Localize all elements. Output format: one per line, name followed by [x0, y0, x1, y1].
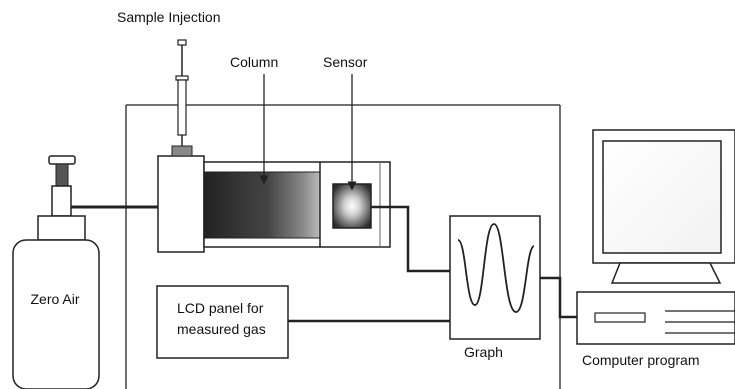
column-label: Column — [230, 54, 278, 70]
syringe-icon — [175, 39, 189, 146]
lcd-panel: LCD panel for measured gas — [156, 285, 289, 359]
zero-air-label: Zero Air — [30, 291, 79, 307]
zero-air-cylinder: Zero Air — [12, 155, 100, 389]
graph-label: Graph — [464, 344, 503, 360]
graph-panel: Graph — [449, 215, 541, 360]
computer-monitor-icon — [592, 129, 735, 284]
graph-waveform — [457, 223, 535, 313]
lcd-panel-label-line2: measured gas — [177, 321, 266, 337]
sensor-label: Sensor — [323, 54, 368, 70]
computer-desktop-unit — [576, 291, 735, 345]
injector-block — [157, 145, 205, 253]
sensor-element — [332, 183, 372, 229]
lcd-panel-label-line1: LCD panel for — [177, 300, 264, 316]
instrument-enclosure — [125, 104, 561, 389]
signal-line-to-computer — [540, 276, 577, 319]
signal-line-to-graph — [371, 205, 450, 273]
computer-program-label: Computer program — [582, 352, 700, 368]
sample-injection-label: Sample Injection — [117, 9, 221, 25]
